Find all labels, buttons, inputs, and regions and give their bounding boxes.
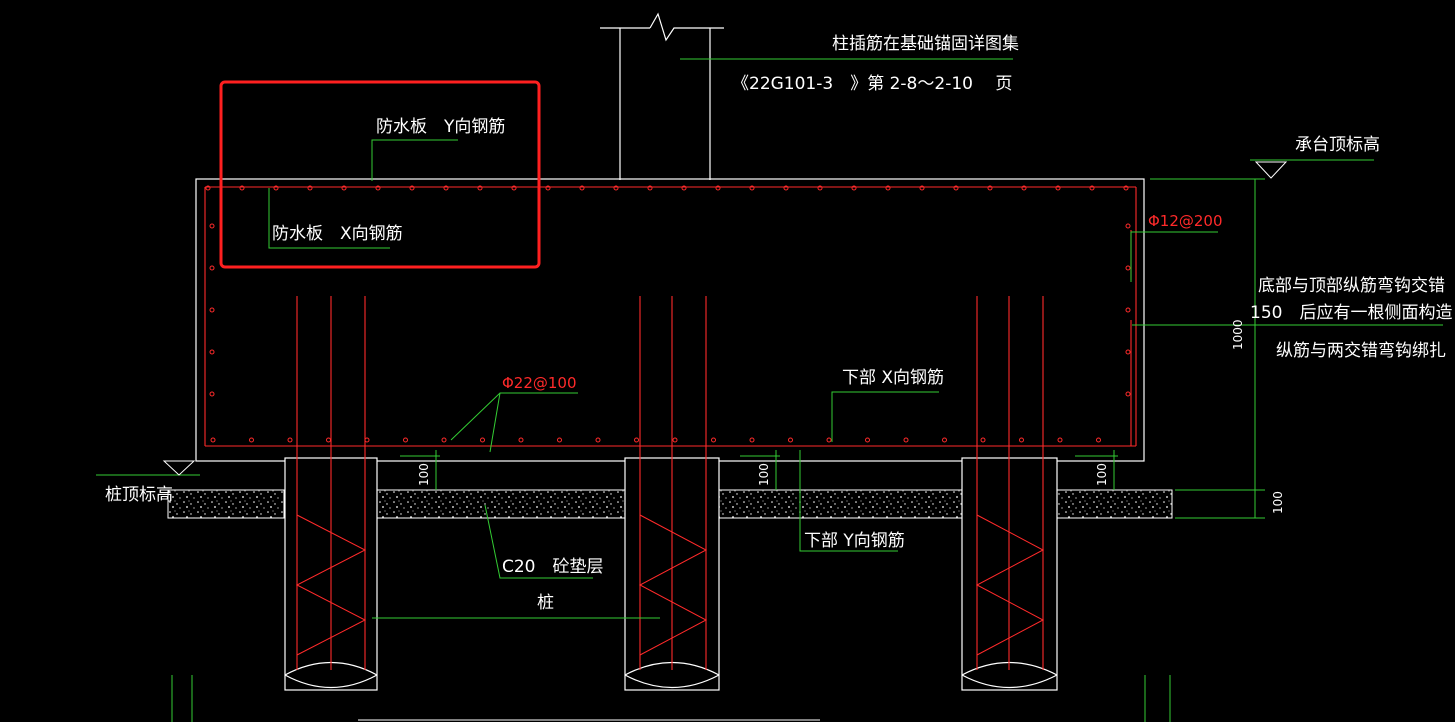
bottom-lines [171, 675, 1171, 722]
rebar-dot [980, 437, 986, 443]
note-line3: 纵筋与两交错弯钩绑扎 [1276, 341, 1446, 361]
leader-lines [268, 58, 1443, 619]
rebar-dot [341, 185, 347, 191]
rebar-dot [672, 437, 678, 443]
rebar-dot [885, 185, 891, 191]
rebar-dot [953, 185, 959, 191]
rebar-dot [788, 437, 793, 443]
column-note-line1: 柱插筋在基础锚固详图集 [832, 34, 1019, 54]
rebar-dot [1125, 349, 1131, 355]
rebar-dot [443, 185, 449, 191]
rebar-dot [851, 185, 857, 191]
bottom-rebar-spec: Φ22@100 [502, 374, 577, 392]
rebar-dot [634, 437, 639, 443]
rebar-dot [375, 185, 381, 191]
rebar-dot [715, 185, 721, 191]
rebar-dot [210, 437, 216, 443]
rebar-dot [1125, 307, 1131, 313]
rebar-dot [403, 437, 408, 443]
rebar-dot [942, 437, 947, 443]
rebar-dot [209, 223, 215, 229]
cushion-layer [167, 489, 1173, 519]
rebar-dot [209, 349, 215, 355]
pile-cap-outline [195, 178, 1145, 462]
rebar-dot [239, 185, 245, 191]
rebar-dot [1123, 185, 1129, 191]
pile-anchor-rebars [296, 296, 1044, 670]
rebar-dot [595, 437, 601, 443]
rebar-dot [209, 391, 215, 397]
rebar-dot [749, 437, 755, 443]
rebar-dot [1125, 223, 1131, 229]
rebar-dot [826, 437, 832, 443]
rebar-dot [613, 185, 619, 191]
rebar-dot [209, 265, 215, 271]
rebar-dot [209, 307, 215, 313]
slab-x-rebar-label: 防水板 X向钢筋 [272, 224, 403, 244]
rebar-dot [711, 437, 716, 443]
rebar-dot [480, 437, 485, 443]
rebar-dot [545, 185, 551, 191]
rebar-dots [205, 185, 1131, 443]
rebar-dot [409, 185, 415, 191]
rebar-dot [287, 437, 293, 443]
rebar-dot [579, 185, 585, 191]
cap-height-dim: 1000 [1231, 319, 1245, 350]
rebar-dot [1055, 185, 1061, 191]
note-line2: 150 后应有一根侧面构造 [1250, 303, 1452, 323]
rebar-dot [749, 185, 755, 191]
cap-top-elevation-label: 承台顶标高 [1295, 135, 1380, 155]
rebar-dot [557, 437, 562, 443]
rebar-dot [1125, 265, 1131, 271]
rebar-dot [477, 185, 483, 191]
pile-label: 桩 [537, 593, 554, 613]
rebar-dot [326, 437, 331, 443]
rebar-dot [817, 185, 823, 191]
slab-y-rebar-label: 防水板 Y向钢筋 [376, 117, 505, 137]
highlight-box [219, 80, 541, 269]
rebar-dot [783, 185, 789, 191]
rebar-dot [1125, 391, 1131, 397]
rebar-dot [273, 185, 279, 191]
embed-dim-1: 100 [417, 463, 431, 486]
note-line1: 底部与顶部纵筋弯钩交错 [1258, 276, 1445, 296]
elevation-markers [162, 161, 1288, 476]
rebar-dot [865, 437, 870, 443]
rebar-dot [441, 437, 447, 443]
rebar-dot [681, 185, 687, 191]
rebar-dot [647, 185, 653, 191]
cushion-label: C20 砼垫层 [502, 557, 604, 577]
rebar-dot [249, 437, 254, 443]
rebar-dot [1021, 185, 1027, 191]
rebar-dot [518, 437, 524, 443]
dimension-lines [96, 159, 1374, 519]
bottom-x-rebar-label: 下部 X向钢筋 [842, 368, 944, 388]
rebar-dot [205, 185, 211, 191]
rebar-dot [307, 185, 313, 191]
pile-top-elevation-label: 桩顶标高 [105, 485, 173, 505]
rebar-dot [1096, 437, 1101, 443]
side-rebar-spec: Φ12@200 [1148, 212, 1223, 230]
rebar-dot [903, 437, 909, 443]
embed-dim-2: 100 [757, 463, 771, 486]
rebar-dot [919, 185, 925, 191]
column-note-line2: 《22G101-3 》第 2-8～2-10 页 [732, 74, 1012, 94]
rebar-dot [987, 185, 993, 191]
rebar-dot [364, 437, 370, 443]
rebar-dot [1019, 437, 1024, 443]
rebar-dot [511, 185, 517, 191]
rebar-dot [1089, 185, 1095, 191]
column [600, 12, 724, 180]
cap-rebar-cage [204, 186, 1137, 447]
bottom-y-rebar-label: 下部 Y向钢筋 [804, 531, 905, 551]
rebar-dot [1057, 437, 1063, 443]
embed-dim-3: 100 [1095, 463, 1109, 486]
cushion-thickness-dim: 100 [1271, 491, 1285, 514]
